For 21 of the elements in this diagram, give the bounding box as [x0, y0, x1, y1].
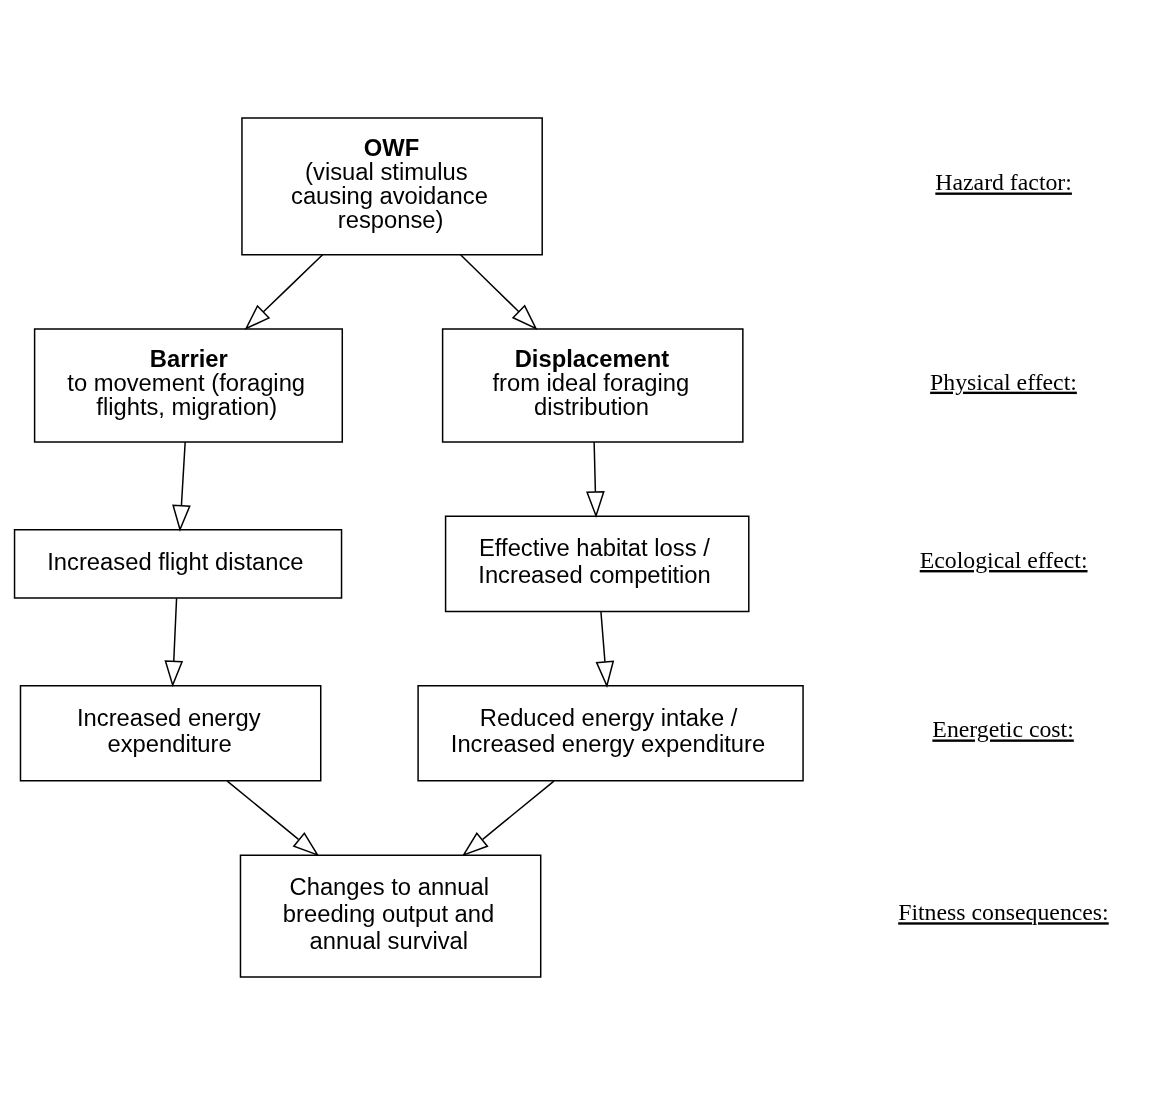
label: Energetic cost:	[932, 715, 1074, 742]
label: Physical effect:	[930, 368, 1077, 395]
node-box: Changes to annual breeding output and annual survival	[239, 853, 542, 978]
arrow	[172, 440, 191, 532]
arrow	[595, 610, 615, 688]
node-box: Barrier to movement (foraging flights, migration)	[33, 327, 344, 443]
arrow	[461, 779, 555, 856]
label: Fitness consequences:	[898, 898, 1109, 925]
node-box: Increased flight distance	[13, 528, 343, 599]
arrow	[164, 597, 184, 687]
node-box: OWF (visual stimulus causing avoidance response)	[241, 116, 543, 255]
label: Ecological effect:	[919, 546, 1088, 573]
arrow	[586, 440, 605, 518]
node-box: Effective habitat loss / Increased competition	[444, 515, 750, 612]
node-box: Reduced energy intake / Increased energy expenditure	[417, 684, 804, 782]
node-box: Increased energy expenditure	[19, 684, 322, 782]
arrow	[244, 253, 324, 330]
arrow	[226, 779, 320, 856]
node-box: Displacement from ideal foraging distribution	[441, 327, 744, 443]
arrow	[459, 253, 538, 330]
label: Hazard factor:	[935, 168, 1072, 195]
